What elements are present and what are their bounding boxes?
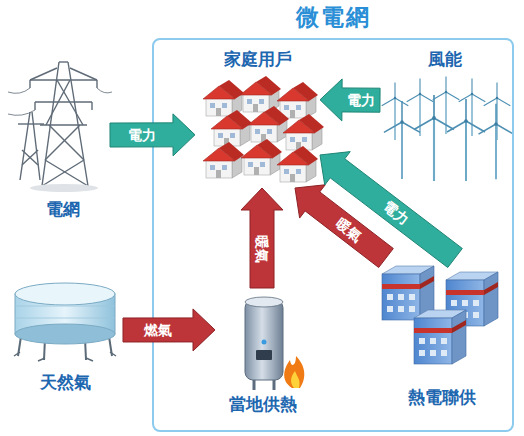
chp-plant: [382, 266, 498, 364]
flow-arrow: [320, 79, 380, 121]
node-box: 熱電聯供: [372, 258, 512, 408]
connector-label: 暖氣: [333, 215, 365, 245]
node-box: 風能: [380, 48, 510, 193]
group-frame: [152, 38, 514, 432]
node-label: 風能: [380, 48, 510, 70]
connector-label: 電力: [347, 92, 375, 108]
flow-arrow: [295, 185, 393, 268]
node-label: 電網: [15, 198, 110, 220]
water-heater: [245, 297, 304, 390]
group-box: 家庭用戶 風能當地供熱 熱電聯供 微電網: [152, 2, 514, 432]
flow-arrow: [123, 309, 215, 351]
node-label: 熱電聯供: [372, 386, 512, 408]
node-box: 當地供熱: [215, 288, 310, 415]
connector-label: 燃氣: [144, 322, 172, 338]
gas-tank: [14, 283, 116, 361]
node-label: 當地供熱: [215, 393, 310, 415]
connector-label: 暖氣: [254, 235, 270, 263]
power-tower: [8, 62, 112, 192]
wind-farm: [382, 77, 514, 181]
node-label: 家庭用戶: [195, 48, 320, 70]
connector-label: 電力: [380, 198, 412, 228]
node-box: 電網: [15, 55, 110, 220]
group-title: 微電網: [152, 2, 514, 32]
connector-label: 電力: [127, 127, 155, 143]
flow-arrow: [241, 188, 283, 288]
flow-arrow: [320, 152, 462, 268]
house-cluster: [203, 76, 324, 182]
node-box: 天然氣: [8, 275, 123, 393]
node-box: 家庭用戶: [195, 48, 320, 188]
flow-arrow: [110, 114, 195, 156]
node-label: 天然氣: [8, 371, 123, 393]
